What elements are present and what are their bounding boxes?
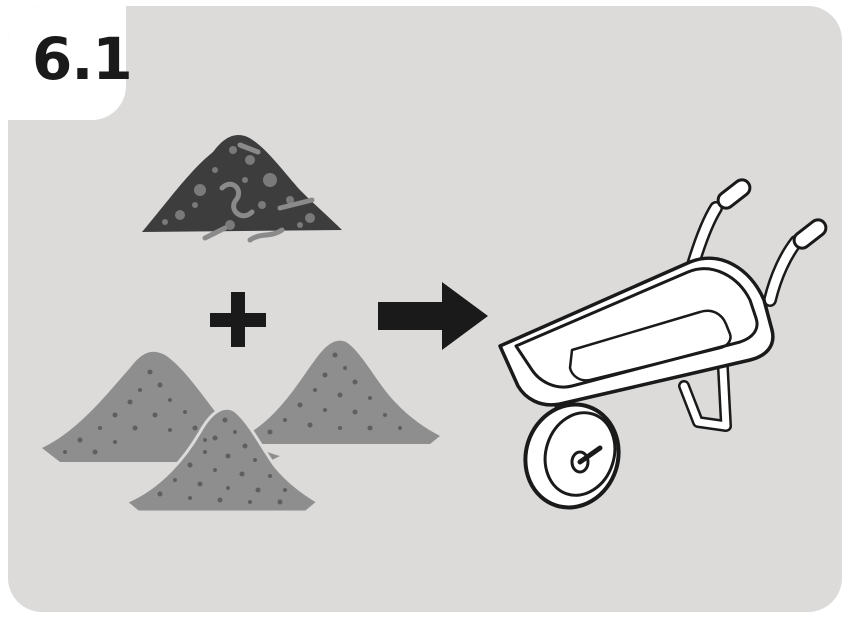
- sand-piles-icon: [42, 341, 440, 512]
- compost-pile-icon: [142, 135, 342, 240]
- arrow-right-icon: [378, 282, 488, 350]
- plus-icon: [210, 292, 266, 347]
- wheelbarrow-icon: [500, 177, 829, 520]
